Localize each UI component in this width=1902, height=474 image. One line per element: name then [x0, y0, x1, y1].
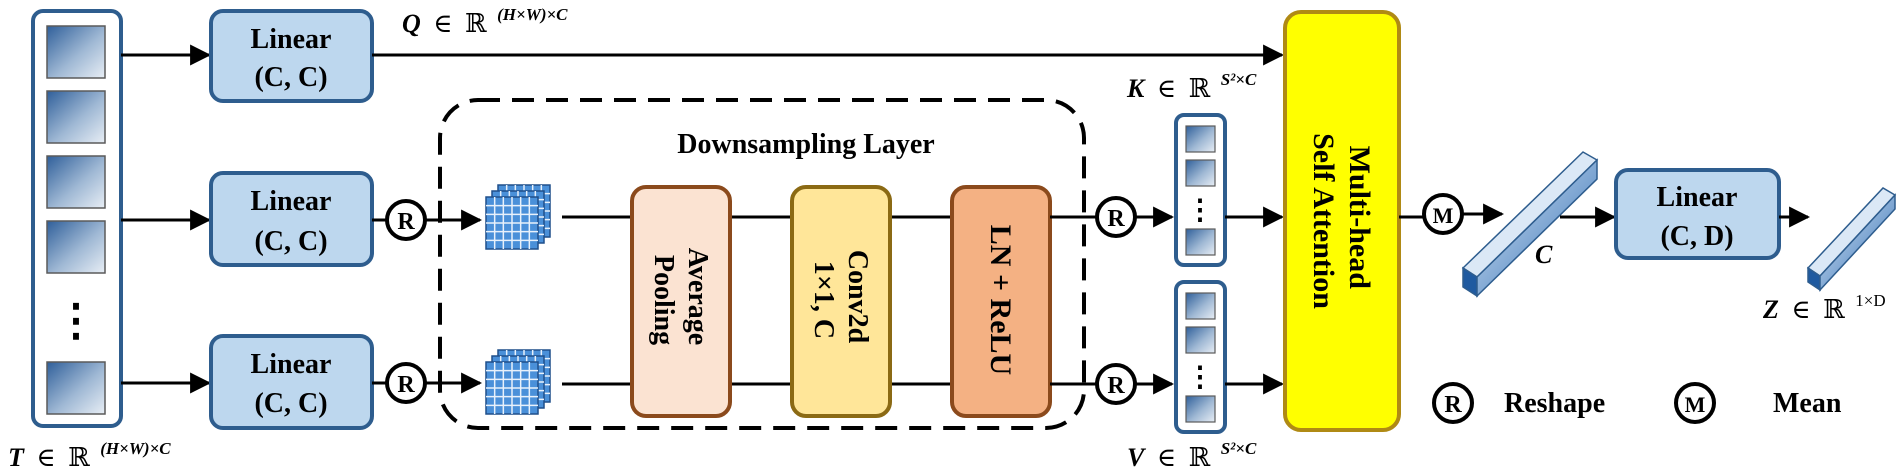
reshape-icon: R [1432, 382, 1474, 424]
token-cell [1185, 125, 1216, 153]
svg-text:R: R [1444, 392, 1462, 418]
v-token-column: ⋮ [1174, 280, 1227, 434]
svg-text:(C, D): (C, D) [1660, 221, 1733, 252]
output-bar-z-icon [1806, 187, 1897, 292]
reshape-icon: R [1095, 363, 1137, 405]
token-cell [1185, 159, 1216, 187]
svg-text:Linear: Linear [251, 186, 332, 217]
token-ellipsis: ⋮ [54, 296, 98, 345]
token-cell [1185, 292, 1216, 320]
reshape-icon: R [385, 199, 427, 241]
q-label: Q ∈ ℝ (H×W)×C [402, 5, 568, 38]
legend: R Reshape M Mean [1432, 382, 1842, 424]
legend-mean-label: Mean [1773, 388, 1842, 419]
svg-text:LN + ReLU: LN + ReLU [984, 225, 1017, 375]
bar-c-label: C [1535, 240, 1553, 269]
token-cell [1185, 395, 1216, 423]
svg-text:(C, C): (C, C) [254, 388, 327, 419]
linear-k-block: Linear (C, C) [209, 171, 374, 267]
v-label: V ∈ ℝ S²×C [1127, 439, 1257, 472]
ln-relu-block: LN + ReLU [950, 185, 1052, 418]
mean-icon: M [1422, 193, 1464, 235]
z-label: Z ∈ ℝ 1×D [1762, 291, 1886, 324]
average-pooling-block: Average Pooling [630, 185, 732, 418]
svg-text:⋮: ⋮ [1186, 362, 1214, 393]
svg-text:Multi-head Self Attentio: Multi-head Self Attention [1307, 133, 1376, 309]
svg-text:Linear: Linear [251, 349, 332, 380]
svg-text:Linear: Linear [251, 24, 332, 55]
token-cell [46, 155, 106, 209]
svg-text:M: M [1433, 203, 1454, 228]
reshape-icon: R [1095, 196, 1137, 238]
svg-text:(C, C): (C, C) [254, 226, 327, 257]
downsampling-title: Downsampling Layer [677, 129, 934, 160]
token-cell [1185, 326, 1216, 354]
token-cell [1185, 228, 1216, 256]
feature-grid-icon [485, 349, 551, 415]
token-cell [46, 220, 106, 274]
linear-v-block: Linear (C, C) [209, 334, 374, 430]
token-cell [46, 90, 106, 144]
svg-text:Conv2d 1×1, C: Conv2d 1×1, C [808, 250, 873, 350]
svg-text:R: R [397, 209, 415, 235]
downsampling-layer-box [438, 98, 1086, 430]
svg-text:R: R [1107, 373, 1125, 399]
mean-icon: M [1674, 382, 1716, 424]
svg-text:(C, C): (C, C) [254, 62, 327, 93]
k-token-column: ⋮ [1174, 113, 1227, 267]
token-cell [46, 25, 106, 79]
input-token-column: ⋮ [31, 9, 123, 428]
svg-text:⋮: ⋮ [1186, 195, 1214, 226]
multi-head-self-attention-block: Multi-head Self Attention [1283, 10, 1401, 432]
reshape-icon: R [385, 362, 427, 404]
k-label: K ∈ ℝ S²×C [1126, 70, 1257, 103]
conv2d-block: Conv2d 1×1, C [790, 185, 892, 418]
linear-q-block: Linear (C, C) [209, 9, 374, 103]
input-label: T ∈ ℝ (H×W)×C [8, 439, 171, 472]
feature-bar-c-icon [1461, 151, 1599, 298]
token-cell [46, 361, 106, 415]
legend-reshape-label: Reshape [1504, 388, 1605, 419]
svg-text:Linear: Linear [1657, 182, 1738, 213]
svg-text:R: R [397, 372, 415, 398]
feature-grid-icon [485, 184, 551, 250]
svg-text:Average Pooling: Average Pooling [648, 248, 713, 352]
svg-text:M: M [1685, 392, 1706, 417]
linear-out-block: Linear (C, D) [1614, 168, 1781, 260]
svg-text:R: R [1107, 206, 1125, 232]
